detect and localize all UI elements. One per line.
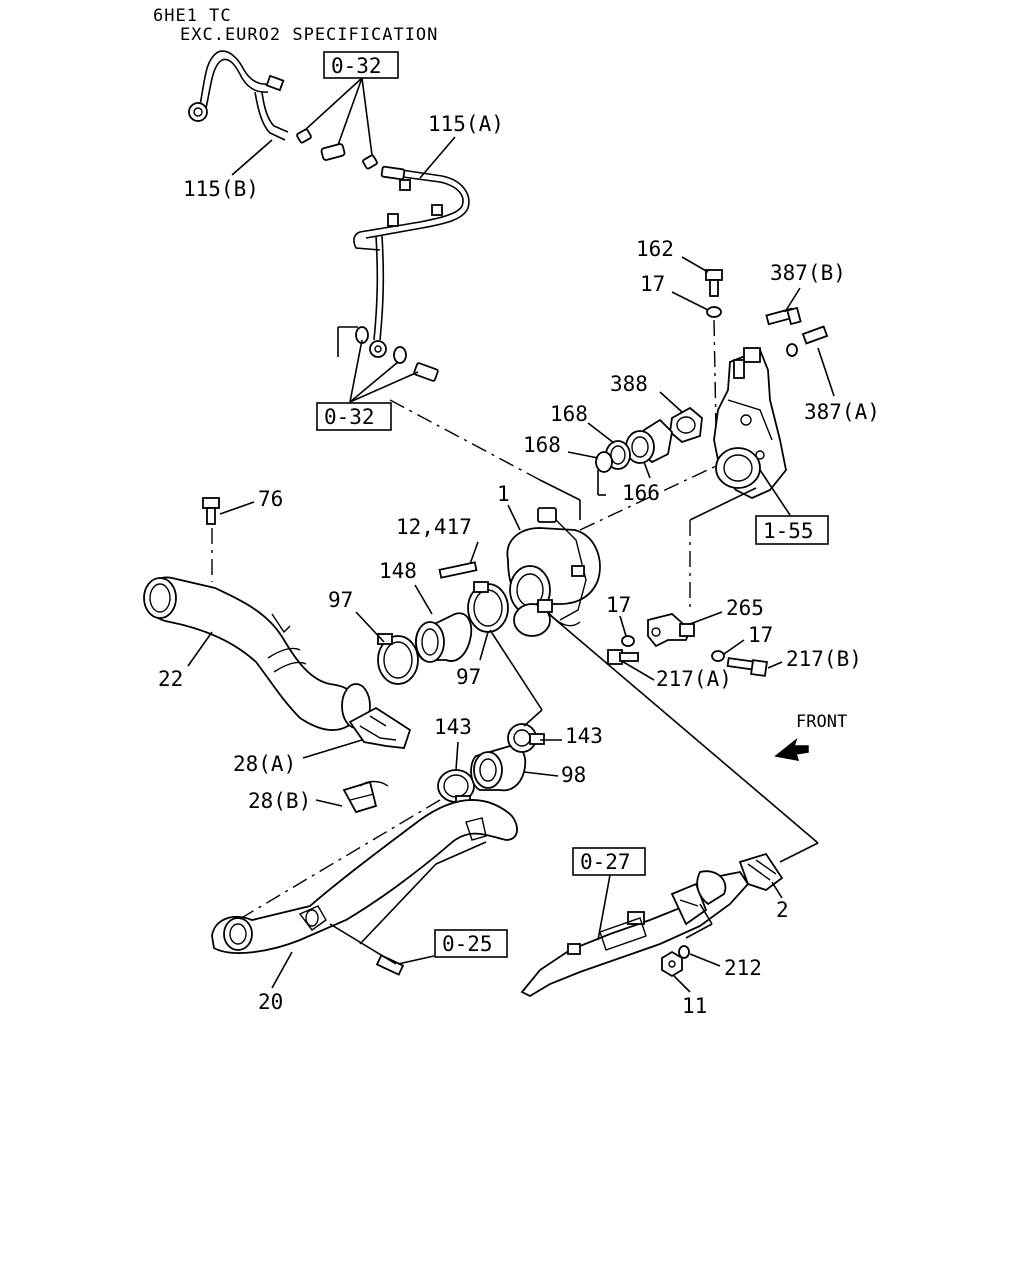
banjo-washers xyxy=(355,326,439,382)
callout-2: 2 xyxy=(776,898,789,922)
callout-97-right: 97 xyxy=(456,665,481,689)
seal-168-b xyxy=(595,451,613,473)
front-indicator: FRONT xyxy=(774,712,847,761)
callout-11: 11 xyxy=(682,994,707,1018)
adapter-166 xyxy=(625,418,673,464)
heat-shield-28a xyxy=(348,706,412,749)
bolt-217b xyxy=(726,657,768,677)
exhaust-elbow-bracket xyxy=(713,347,787,499)
callout-212: 212 xyxy=(724,956,762,980)
callout-1: 1 xyxy=(497,482,510,506)
bolt-0-25 xyxy=(375,954,405,976)
callout-143-right: 143 xyxy=(565,724,603,748)
callout-17-top: 17 xyxy=(640,272,665,296)
callout-97-left: 97 xyxy=(328,588,353,612)
callout-217b: 217(B) xyxy=(786,647,862,671)
gasket-388 xyxy=(669,406,703,444)
callout-162: 162 xyxy=(636,237,674,261)
clamp-143-right xyxy=(507,723,545,753)
bolt-387b xyxy=(765,306,802,326)
reference-label: 1-55 xyxy=(763,519,814,543)
callout-17-right: 17 xyxy=(748,623,773,647)
exhaust-pipe-2 xyxy=(520,852,784,998)
oil-pipe-115a xyxy=(353,165,470,358)
washer-212 xyxy=(678,945,690,959)
nut-11 xyxy=(661,950,683,978)
hose-148 xyxy=(415,612,473,663)
oil-pipe-115b xyxy=(188,50,289,141)
callout-143-left: 143 xyxy=(434,715,472,739)
clip-28b xyxy=(342,780,389,814)
washer-17-left xyxy=(621,635,635,647)
bolt-217a xyxy=(607,649,639,665)
reference-label: 0-32 xyxy=(331,54,382,78)
reference-box-0-32-top[interactable]: 0-32 xyxy=(323,51,399,79)
callout-388: 388 xyxy=(610,372,648,396)
header-line-1: 6HE1 TC xyxy=(153,6,232,26)
turbocharger-1 xyxy=(506,507,601,637)
bracket-265 xyxy=(647,613,695,648)
reference-label: 0-32 xyxy=(324,405,375,429)
callout-217a: 217(A) xyxy=(656,667,732,691)
front-arrow-icon xyxy=(774,737,809,761)
callout-115a: 115(A) xyxy=(428,112,504,136)
reference-label: 0-27 xyxy=(580,850,631,874)
bolt-162 xyxy=(705,269,723,297)
fittings-top xyxy=(296,128,378,170)
callout-22: 22 xyxy=(158,667,183,691)
callout-387b: 387(B) xyxy=(770,261,846,285)
intercooler-pipe-20 xyxy=(211,799,518,954)
callout-168-a: 168 xyxy=(550,402,588,426)
callout-28b: 28(B) xyxy=(248,789,311,813)
callout-168-b: 168 xyxy=(523,433,561,457)
callout-76: 76 xyxy=(258,487,283,511)
reference-box-0-32-mid[interactable]: 0-32 xyxy=(316,402,392,431)
callout-12-417: 12,417 xyxy=(396,515,472,539)
callout-387a: 387(A) xyxy=(804,400,880,424)
reference-box-0-25[interactable]: 0-25 xyxy=(434,929,508,958)
stud-12-417 xyxy=(438,561,478,579)
hose-98 xyxy=(470,744,527,792)
callout-98: 98 xyxy=(561,763,586,787)
callout-115b: 115(B) xyxy=(183,177,259,201)
callout-17-left: 17 xyxy=(606,593,631,617)
callout-20: 20 xyxy=(258,990,283,1014)
clamp-97-left xyxy=(377,633,419,685)
header-line-2: EXC.EURO2 SPECIFICATION xyxy=(180,25,438,45)
callout-148: 148 xyxy=(379,559,417,583)
callout-28a: 28(A) xyxy=(233,752,296,776)
clamp-97-right xyxy=(467,581,509,633)
callout-265: 265 xyxy=(726,596,764,620)
reference-box-1-55[interactable]: 1-55 xyxy=(755,515,829,545)
reference-box-0-27[interactable]: 0-27 xyxy=(572,847,646,876)
washer-17-right xyxy=(711,650,725,662)
bolt-76 xyxy=(202,497,220,525)
washer-17-top xyxy=(706,306,722,318)
bolt-387a xyxy=(786,325,829,357)
front-label: FRONT xyxy=(796,712,847,732)
reference-label: 0-25 xyxy=(442,932,493,956)
